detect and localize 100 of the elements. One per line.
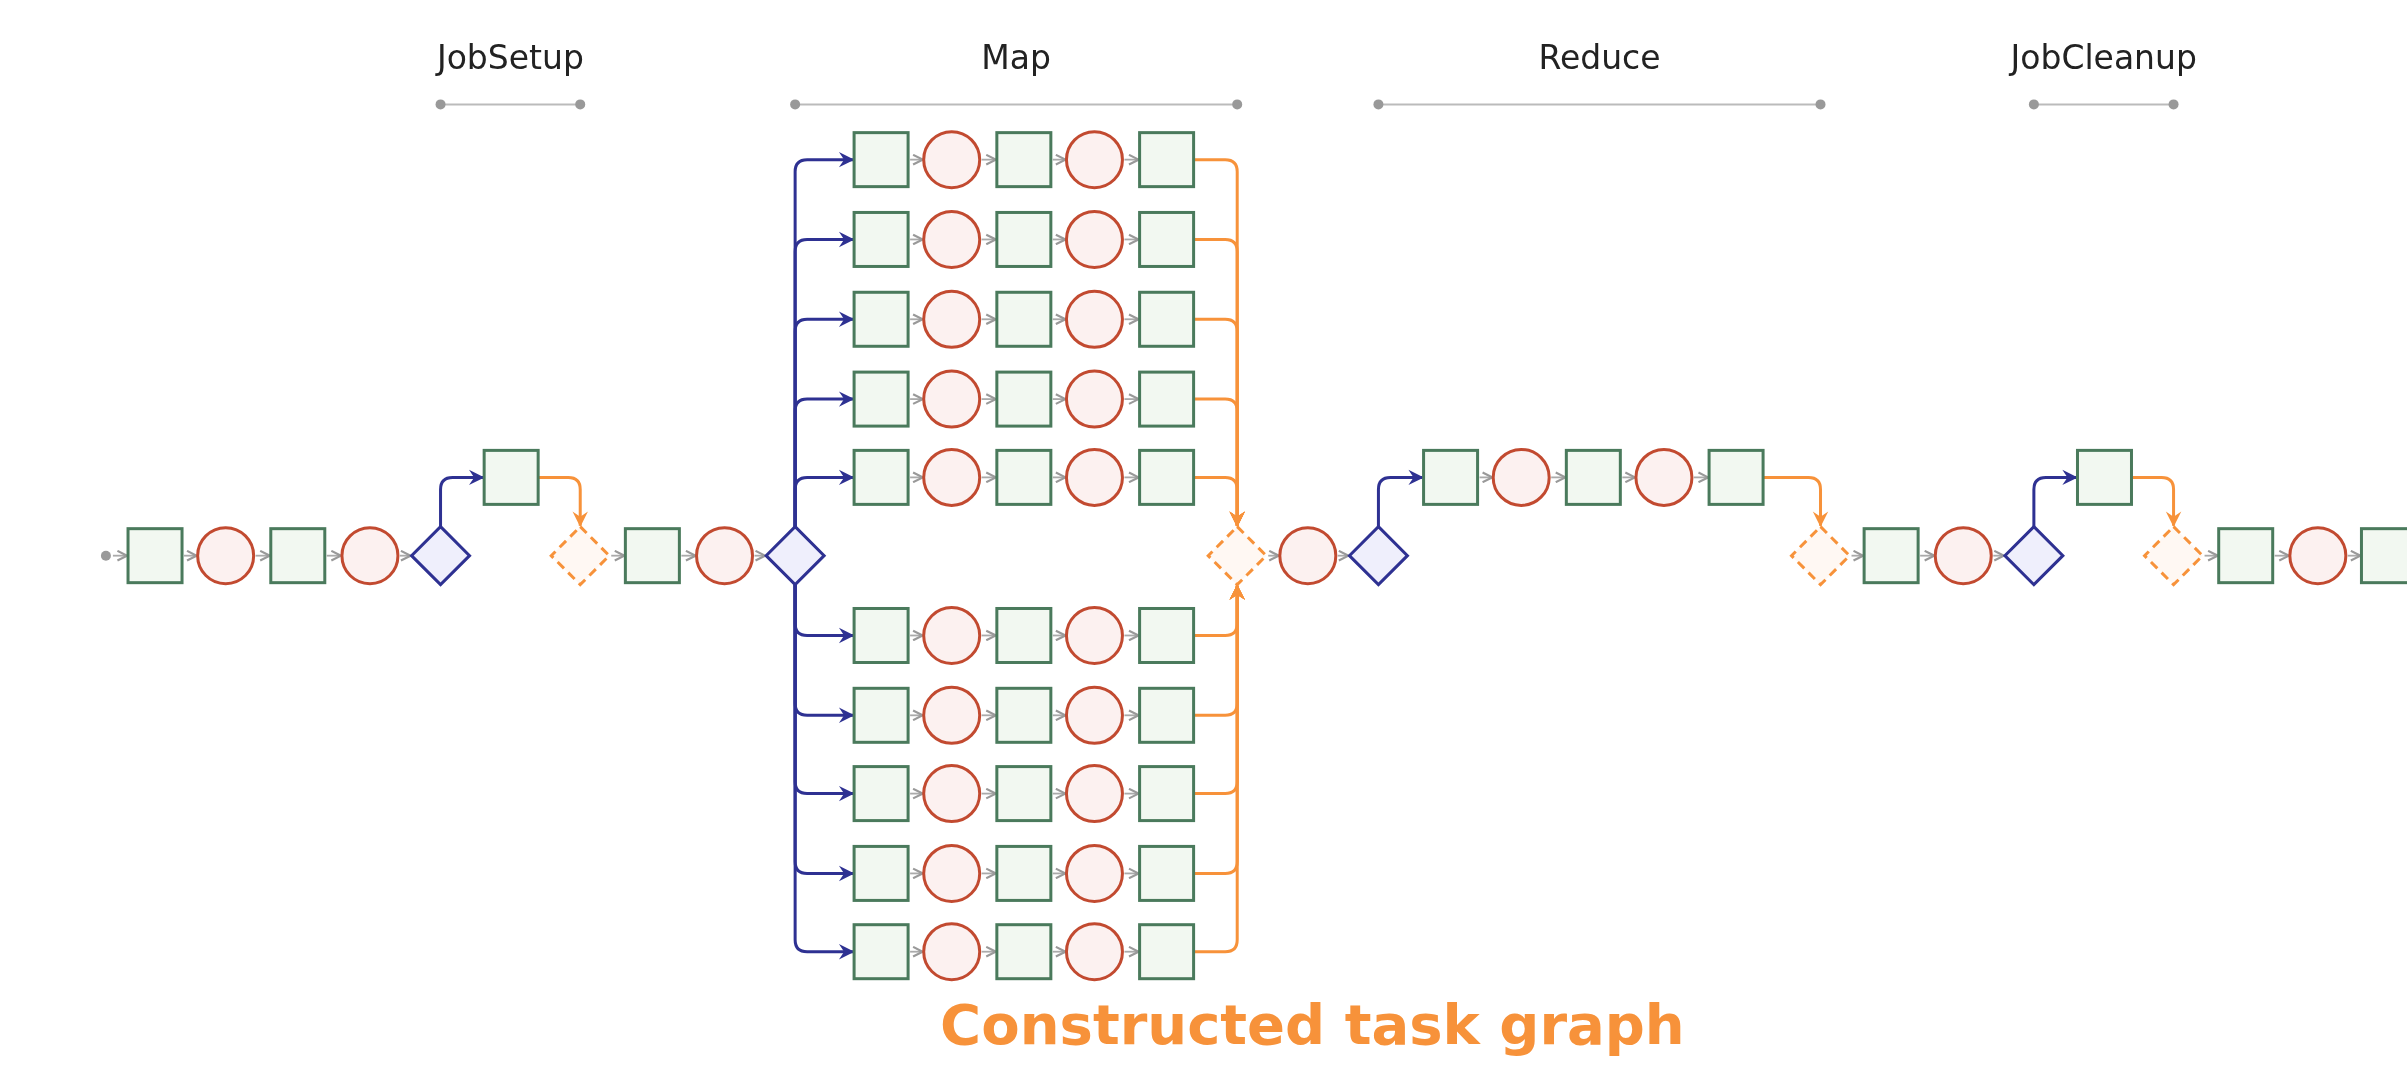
arrow [909,313,924,326]
arrow [980,313,997,326]
arrow [909,233,924,246]
arrow [183,549,198,562]
arrow [538,475,588,527]
split-diamond [764,524,827,587]
arrow [980,629,997,642]
task-box [269,527,327,585]
task-box [1138,290,1196,348]
join-diamond [549,524,612,587]
task-box [852,290,910,348]
arrow [2131,475,2182,527]
task-box [1138,131,1196,189]
task-circle [1278,526,1338,586]
task-box [1138,448,1196,506]
task-box [2076,448,2133,506]
arrow [1123,945,1140,958]
arrow [980,153,997,166]
task-circle [922,606,982,665]
arrow [680,549,697,562]
task-box [852,765,910,823]
task-circle [1064,685,1124,745]
split-diamond [409,524,472,587]
arrow [1123,787,1140,800]
task-circle [196,526,256,586]
task-circle [922,209,982,269]
phase-label: JobCleanup [2010,38,2197,77]
diagram-title: Constructed task graph [940,992,1685,1057]
arrow [1051,945,1067,958]
task-box [1564,448,1622,506]
task-circle [1064,209,1124,269]
arrow [909,709,924,722]
split-diamond [2002,524,2065,587]
arrow [1051,629,1067,642]
task-box [852,210,910,268]
task-box [1707,448,1765,506]
task-box [995,607,1053,664]
join-diamond [1206,524,1269,587]
task-circle [922,369,982,429]
task-box [995,844,1053,902]
arrow [1478,471,1494,484]
arrow [1267,549,1280,562]
arrow [1051,153,1067,166]
task-box [623,527,681,585]
arrow [909,153,924,166]
arrow [909,945,924,958]
arrow [1850,549,1865,562]
arrow [909,867,924,880]
task-circle [1491,447,1551,507]
task-box [852,923,910,981]
arrow [1123,867,1140,880]
arrow [610,549,626,562]
task-box [1138,923,1196,981]
task-circle [1064,130,1124,190]
arrow [909,629,924,642]
arrow [1051,709,1067,722]
arrow [1051,867,1067,880]
arrow [254,549,271,562]
task-circle [1064,289,1124,349]
arrow [1051,393,1067,405]
arrow [1763,475,1829,527]
arrow [1550,471,1567,484]
split-diamond [1347,524,1410,587]
task-circle [922,922,982,982]
task-circle [1933,526,1993,586]
arrow [1621,471,1636,484]
arrow [439,469,485,527]
arrow [2203,549,2219,562]
task-circle [1064,369,1124,429]
task-box [1138,607,1196,664]
phase-label: Reduce [1538,38,1661,77]
task-box [995,765,1053,823]
arrow [1193,475,1245,527]
arrow [1123,709,1140,722]
task-box [482,448,540,506]
arrow [1123,153,1140,166]
task-box [1138,686,1196,744]
task-box [1138,370,1196,428]
arrow [793,469,855,527]
arrow [1123,393,1140,405]
task-box [995,370,1053,428]
task-box [1862,527,1920,585]
arrow [1123,629,1140,642]
arrow [1919,549,1936,562]
arrow [112,549,129,562]
arrow [1992,549,2005,562]
task-circle [922,685,982,745]
task-box [852,370,910,428]
arrow [1193,584,1245,954]
arrow [1123,471,1140,484]
arrow [980,393,997,405]
arrow [980,233,997,246]
task-box [852,607,910,664]
task-box [2359,527,2407,585]
task-circle [922,289,982,349]
join-diamond [1789,524,1852,587]
arrow [1051,471,1067,484]
arrow [1051,787,1067,800]
arrow [980,787,997,800]
arrow [325,549,342,562]
